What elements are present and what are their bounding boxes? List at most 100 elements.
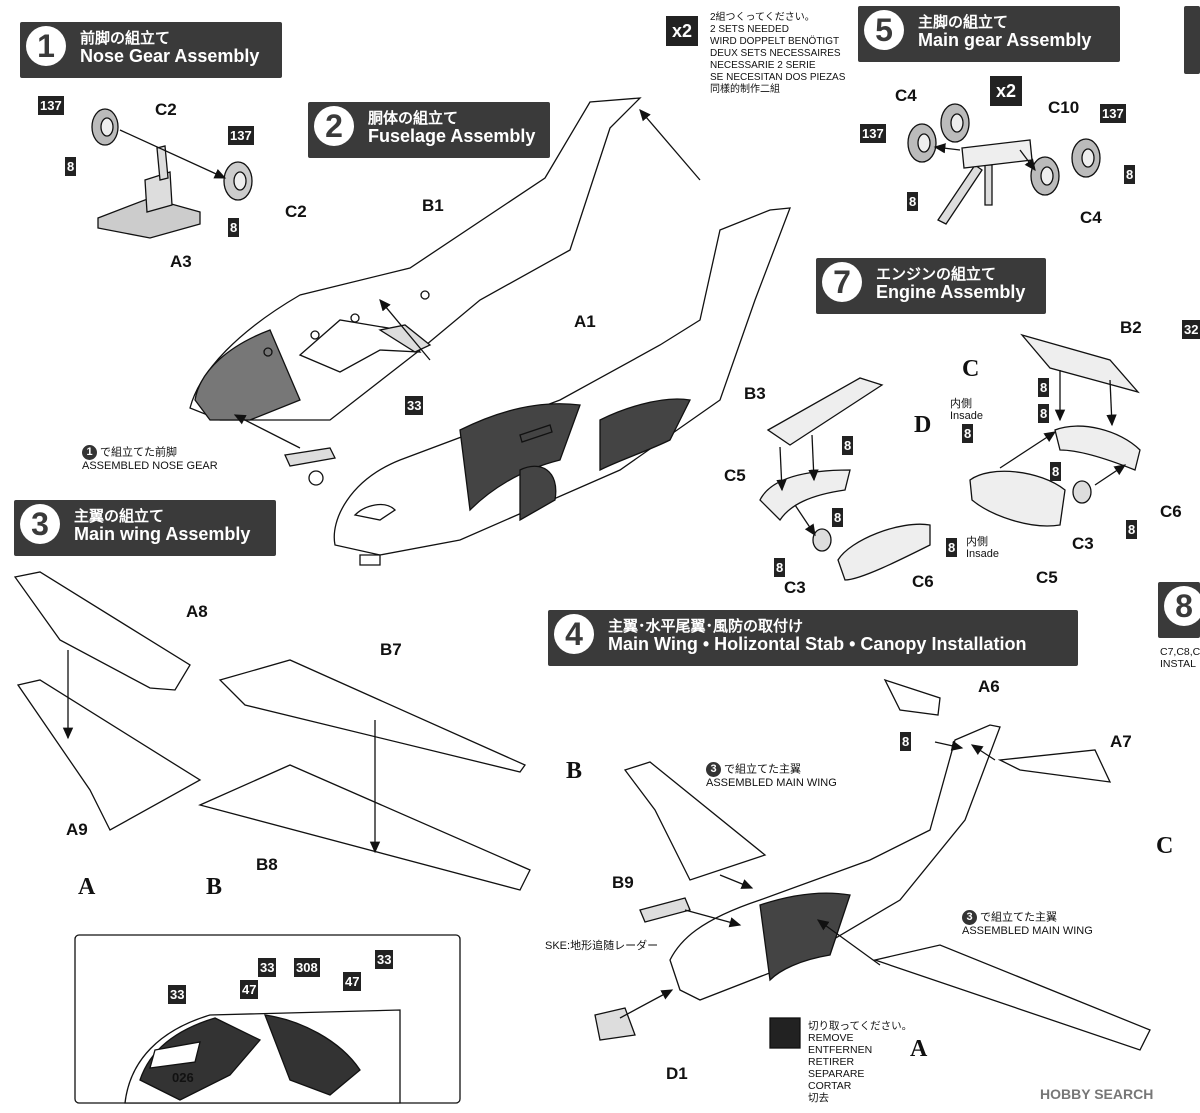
part-label: A1 (574, 312, 596, 331)
paint-code-badge: 8 (1038, 378, 1050, 397)
step-title-jp: 主翼･水平尾翼･風防の取付け (608, 618, 804, 635)
part-label: C4 (1080, 208, 1102, 227)
paint-code-badge: 8 (946, 538, 958, 557)
paint-code-badge: 8 (900, 732, 912, 751)
paint-code-badge: 47 (343, 972, 362, 991)
paint-code-badge: 33 (168, 985, 187, 1004)
paint-code-badge: 8 (65, 157, 77, 176)
step-number: 4 (554, 614, 594, 654)
arrow-letter: C (1156, 833, 1174, 859)
paint-code-badge: 33 (405, 396, 424, 415)
paint-code-badge: 8 (228, 218, 240, 237)
step-title-jp: 主脚の組立て (918, 14, 1009, 31)
part-label: C6 (1160, 502, 1182, 521)
step-number: 2 (314, 106, 354, 146)
step-6-header-edge (1184, 6, 1200, 74)
paint-code-badge: 8 (1124, 165, 1136, 184)
paint-code-badge: 8 (842, 436, 854, 455)
part-label: B2 (1120, 318, 1142, 337)
arrow-letter: A (910, 1036, 928, 1062)
part-label: C5 (724, 466, 746, 485)
part-label: A8 (186, 602, 208, 621)
step-number: 7 (822, 262, 862, 302)
part-label: C3 (1072, 534, 1094, 553)
paint-code-badge: 8 (774, 558, 786, 577)
step-8-header: 8 (1158, 582, 1200, 638)
step-number: 8 (1164, 586, 1200, 626)
part-label: A6 (978, 677, 1000, 696)
step-title-jp: 胴体の組立て (368, 110, 459, 127)
paint-code-badge: 33 (258, 958, 277, 977)
nose-gear-drawing (91, 108, 253, 239)
step-title-en: Main gear Assembly (918, 30, 1092, 50)
arrow-letter: D (914, 412, 932, 438)
arrow-letter: A (78, 874, 96, 900)
step-7-header: 7 エンジンの組立て Engine Assembly (816, 258, 1046, 314)
paint-code-badge: 137 (228, 126, 254, 145)
part-label: A3 (170, 252, 192, 271)
paint-code-badge: 8 (1038, 404, 1050, 423)
fuselage-half-drawing (189, 97, 701, 421)
step-4-header: 4 主翼･水平尾翼･風防の取付け Main Wing • Holizontal … (548, 610, 1078, 666)
main-gear-drawing (907, 103, 1101, 225)
part-label: B9 (612, 873, 634, 892)
part-label: B8 (256, 855, 278, 874)
main-wing-drawing (13, 571, 531, 891)
part-label: C2 (155, 100, 177, 119)
installation-drawing (594, 678, 1151, 1051)
arrow-letter: C (962, 356, 980, 382)
paint-code-badge: 137 (38, 96, 64, 115)
part-label: C2 (285, 202, 307, 221)
part-label: C5 (1036, 568, 1058, 587)
ske-radar-note: SKE:地形追随レーダー (545, 940, 659, 952)
paint-code-badge: 8 (1050, 462, 1062, 481)
step-title-jp: エンジンの組立て (876, 266, 997, 283)
watermark-text: HOBBY SEARCH (1040, 1086, 1154, 1102)
part-label: D1 (666, 1064, 688, 1083)
step-title-en: Fuselage Assembly (368, 126, 536, 146)
paint-code-badge: 137 (860, 124, 886, 143)
step-2-header: 2 胴体の組立て Fuselage Assembly (308, 102, 550, 158)
part-label: B3 (744, 384, 766, 403)
step-1-header: 1 前脚の組立て Nose Gear Assembly (20, 22, 282, 78)
step-5-header: 5 主脚の組立て Main gear Assembly (858, 6, 1120, 62)
engine-drawing (759, 333, 1141, 581)
part-label: A9 (66, 820, 88, 839)
arrow-letter: B (206, 874, 223, 900)
step-title-jp: 前脚の組立て (80, 30, 171, 47)
step-title-en: Main wing Assembly (74, 524, 251, 544)
paint-code-badge: 137 (1100, 104, 1126, 123)
fuselage-drawing (333, 207, 791, 566)
paint-code-badge: 33 (375, 950, 394, 969)
quantity-badge: x2 (666, 16, 698, 46)
step-3-header: 3 主翼の組立て Main wing Assembly (14, 500, 276, 556)
part-label: A7 (1110, 732, 1132, 751)
step-title-en: Engine Assembly (876, 282, 1026, 302)
step-number: 5 (864, 10, 904, 50)
part-label: B7 (380, 640, 402, 659)
step-title-jp: 主翼の組立て (74, 508, 165, 525)
paint-code-badge: 8 (1126, 520, 1138, 539)
step-number: 1 (26, 26, 66, 66)
paint-code-badge: 47 (240, 980, 259, 999)
part-label: C4 (895, 86, 917, 105)
paint-code-badge: 8 (962, 424, 974, 443)
part-label: B1 (422, 196, 444, 215)
arrow-letter: B (566, 758, 583, 784)
fuselage-number: 026 (172, 1070, 194, 1085)
part-label: C3 (784, 578, 806, 597)
paint-code-badge: 8 (907, 192, 919, 211)
step-title-en: Main Wing • Holizontal Stab • Canopy Ins… (608, 634, 1027, 654)
paint-code-badge: 32 (1182, 320, 1200, 339)
paint-code-badge: 8 (832, 508, 844, 527)
part-label: C6 (912, 572, 934, 591)
